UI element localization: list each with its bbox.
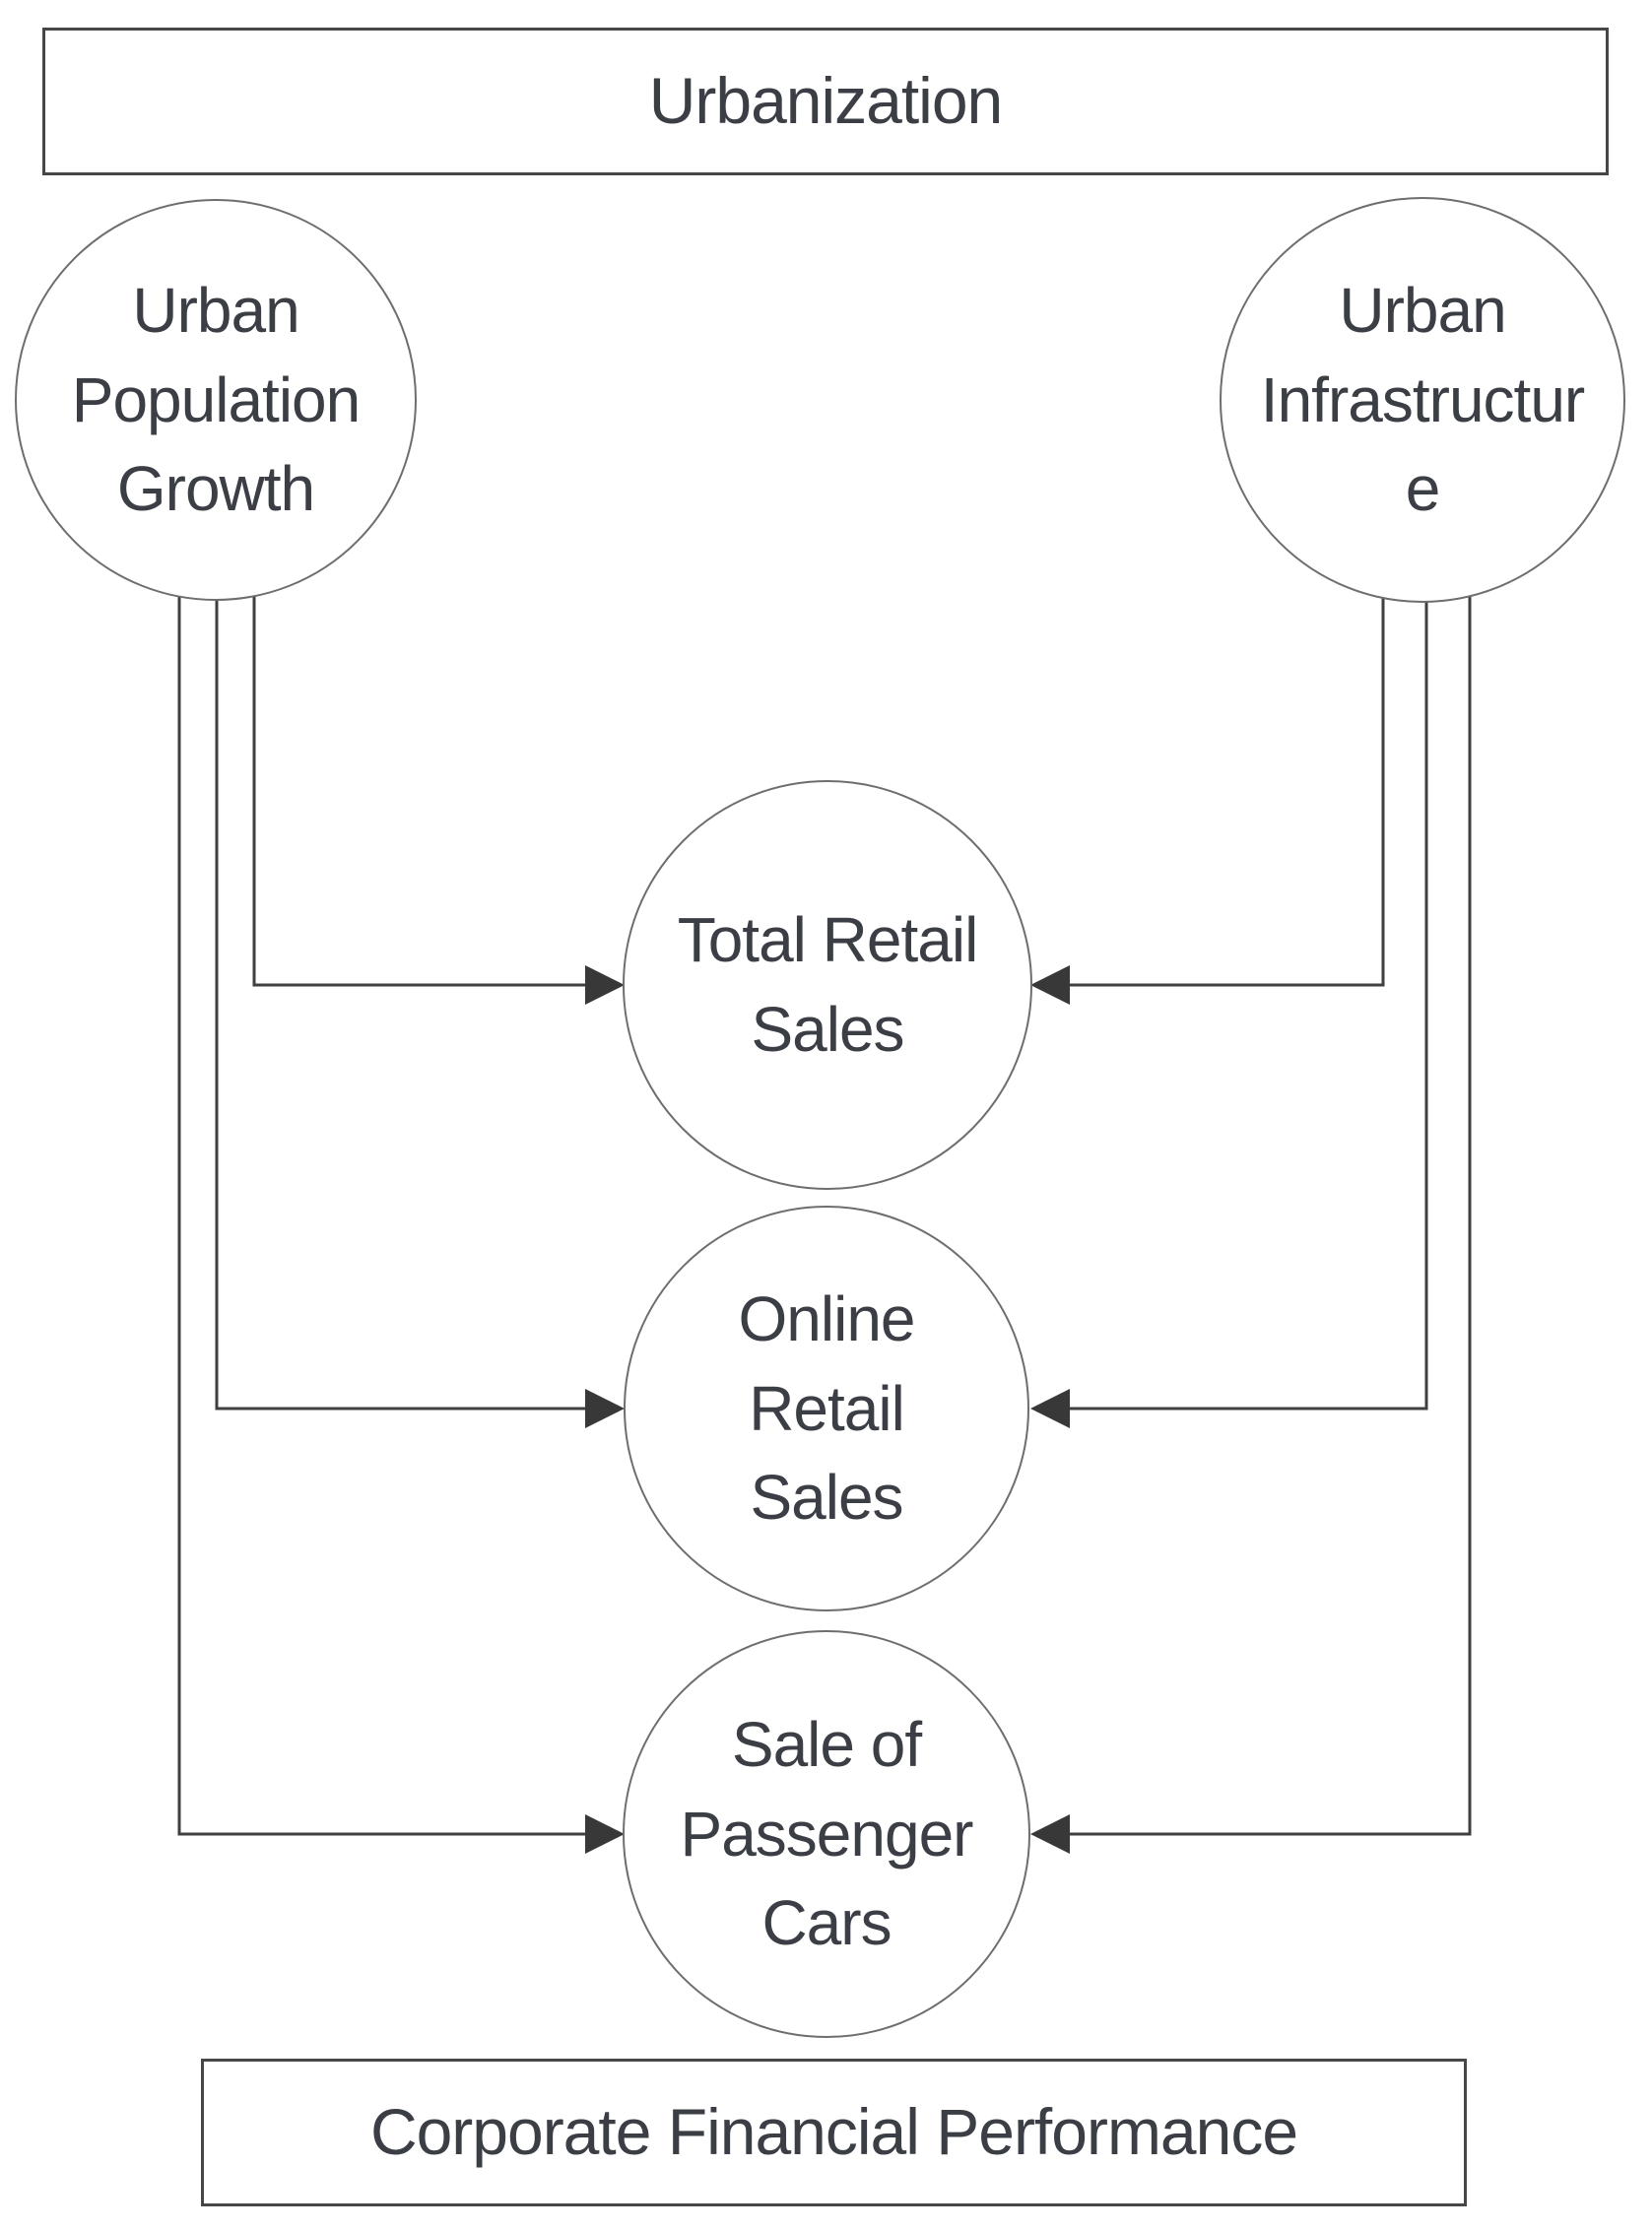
urbanization-label: Urbanization xyxy=(648,64,1004,138)
edge-upg-to-total-retail-sales xyxy=(252,593,625,1005)
corporate-financial-performance-label: Corporate Financial Performance xyxy=(369,2095,1298,2169)
online-retail-sales-node: Online Retail Sales xyxy=(624,1206,1029,1611)
urban-infrastructure-node: Urban Infrastructur e xyxy=(1220,197,1625,603)
total-retail-sales-label: Total Retail Sales xyxy=(677,904,979,1065)
edge-upg-to-sale-of-passenger-cars xyxy=(177,593,625,1854)
edge-ui-to-online-retail-sales xyxy=(1030,596,1428,1428)
edge-upg-to-online-retail-sales xyxy=(215,593,625,1428)
online-retail-sales-label: Online Retail Sales xyxy=(738,1282,916,1534)
sale-of-passenger-cars-label: Sale of Passenger Cars xyxy=(680,1708,974,1959)
urbanization-box: Urbanization xyxy=(42,28,1609,175)
arrowhead-icon xyxy=(585,1389,625,1428)
urban-population-growth-label: Urban Population Growth xyxy=(71,274,361,525)
arrowhead-icon xyxy=(1030,1814,1070,1854)
arrowhead-icon xyxy=(585,965,625,1005)
edge-ui-to-sale-of-passenger-cars xyxy=(1030,596,1472,1854)
sale-of-passenger-cars-node: Sale of Passenger Cars xyxy=(623,1630,1030,2038)
arrowhead-icon xyxy=(1030,1389,1070,1428)
urban-population-growth-node: Urban Population Growth xyxy=(15,199,417,601)
edge-ui-to-total-retail-sales xyxy=(1030,596,1385,1005)
corporate-financial-performance-box: Corporate Financial Performance xyxy=(201,2059,1467,2206)
arrowhead-icon xyxy=(1030,965,1070,1005)
total-retail-sales-node: Total Retail Sales xyxy=(623,780,1032,1190)
arrowhead-icon xyxy=(585,1814,625,1854)
urban-infrastructure-label: Urban Infrastructur e xyxy=(1260,274,1585,525)
